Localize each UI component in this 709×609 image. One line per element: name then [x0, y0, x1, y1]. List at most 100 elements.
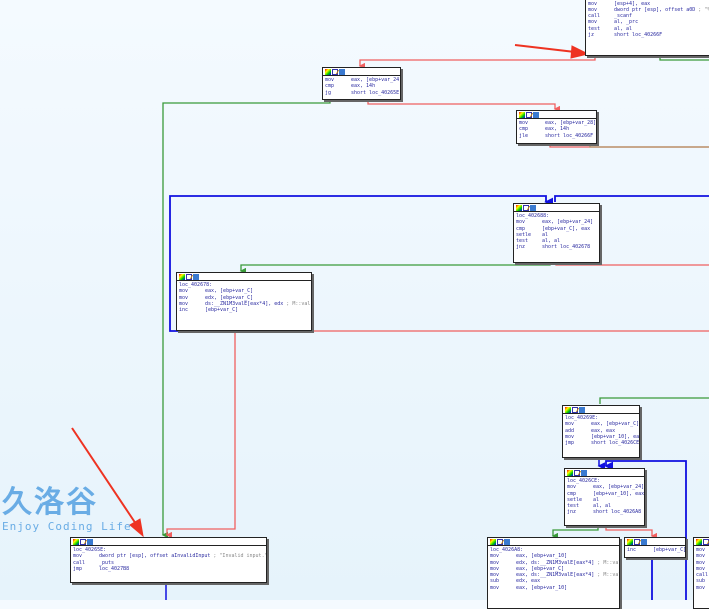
instruction-line[interactable]: cmp[ebp+var_10], eax — [567, 490, 645, 497]
instruction-line[interactable]: inc[ebp+var_C] — [627, 547, 686, 553]
group-icon[interactable] — [579, 407, 585, 413]
group-icon[interactable] — [533, 112, 539, 118]
rename-icon[interactable] — [80, 539, 86, 545]
rename-icon[interactable] — [634, 539, 640, 545]
color-palette-icon[interactable] — [325, 69, 331, 75]
color-palette-icon[interactable] — [519, 112, 525, 118]
block-header — [563, 406, 639, 414]
rename-icon[interactable] — [497, 539, 503, 545]
edge-false — [358, 55, 596, 70]
color-palette-icon[interactable] — [179, 274, 185, 280]
color-palette-icon[interactable] — [696, 539, 702, 545]
color-palette-icon[interactable] — [627, 539, 633, 545]
instruction-line[interactable]: mov — [696, 584, 706, 591]
group-icon[interactable] — [581, 470, 587, 476]
color-palette-icon[interactable] — [516, 205, 522, 211]
edge-jump — [554, 195, 709, 202]
rename-icon[interactable] — [332, 69, 338, 75]
instruction-line[interactable]: mov — [696, 547, 706, 553]
block-header — [514, 204, 599, 212]
group-icon[interactable] — [87, 539, 93, 545]
group-icon[interactable] — [193, 274, 199, 280]
block-header — [694, 538, 709, 546]
color-palette-icon[interactable] — [565, 407, 571, 413]
rename-icon[interactable] — [186, 274, 192, 280]
rename-icon[interactable] — [703, 539, 709, 545]
instruction-line[interactable]: mov[esp+4], eax — [588, 0, 651, 7]
edge-false — [605, 524, 658, 540]
block-label[interactable]: loc_402678: — [179, 282, 213, 288]
block-label[interactable]: loc_40265E: — [73, 547, 107, 553]
block-label[interactable]: loc_4026A8: — [490, 547, 524, 553]
block-label[interactable]: loc_40269E: — [565, 415, 599, 421]
instruction-line[interactable]: call — [696, 572, 709, 579]
instruction-line[interactable]: mov — [696, 565, 706, 572]
instruction-line[interactable]: mov — [696, 553, 706, 560]
color-palette-icon[interactable] — [567, 470, 573, 476]
group-icon[interactable] — [504, 539, 510, 545]
group-icon[interactable] — [339, 69, 345, 75]
code-block-b8[interactable]: inc[ebp+var_C] — [624, 537, 686, 558]
group-icon[interactable] — [530, 205, 536, 211]
block-label[interactable]: loc_4026CE: — [567, 478, 601, 484]
instruction-line[interactable]: call_scanf — [588, 13, 633, 20]
rename-icon[interactable] — [523, 205, 529, 211]
code-block-b0[interactable]: mov[esp+8], eax leaeax, [ebp+var_24] mov… — [585, 0, 709, 56]
color-palette-icon[interactable] — [490, 539, 496, 545]
code-block-b9[interactable]: mov mov mov mov call sub mov — [693, 537, 709, 609]
instruction-line[interactable]: leaeax, [ebp+var_24] — [588, 0, 708, 1]
color-palette-icon[interactable] — [73, 539, 79, 545]
group-icon[interactable] — [641, 539, 647, 545]
instruction-line[interactable]: mov — [696, 559, 706, 566]
instruction-line[interactable]: sub — [696, 578, 706, 585]
rename-icon[interactable] — [574, 470, 580, 476]
instruction-line[interactable]: call_puts — [73, 559, 115, 566]
rename-icon[interactable] — [572, 407, 578, 413]
rename-icon[interactable] — [526, 112, 532, 118]
instruction-line[interactable]: inc[ebp+var_C] — [179, 307, 239, 314]
instruction-line[interactable]: mov[ebp+var_10], eax — [565, 433, 640, 440]
block-label[interactable]: loc_402688: — [516, 213, 550, 219]
instruction-line[interactable]: cmp[ebp+var_C], eax — [516, 225, 591, 232]
